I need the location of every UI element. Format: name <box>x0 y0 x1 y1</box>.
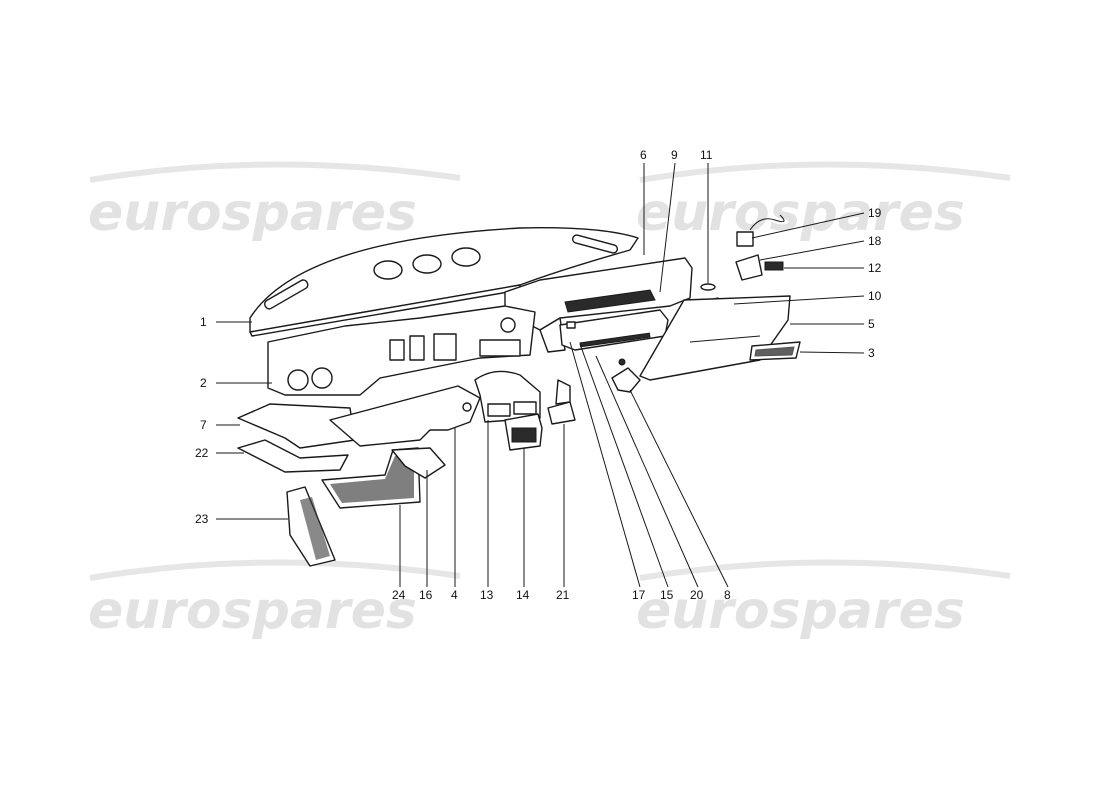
part-small-cap <box>700 283 716 291</box>
watermark-bottom-right: eurospares <box>636 581 965 641</box>
callout-9: 9 <box>671 148 678 162</box>
part-lower-cover <box>237 403 356 473</box>
callout-16: 16 <box>419 588 433 602</box>
callout-22: 22 <box>195 446 209 460</box>
watermark-bottom-left: eurospares <box>88 581 417 641</box>
callout-21: 21 <box>556 588 570 602</box>
part-vent-duct <box>474 370 541 423</box>
callout-17: 17 <box>632 588 646 602</box>
part-switch-hinge <box>735 214 785 281</box>
part-emblem <box>749 341 801 361</box>
callout-18: 18 <box>868 234 882 248</box>
callout-23: 23 <box>195 512 209 526</box>
callout-11: 11 <box>700 148 713 162</box>
callout-15: 15 <box>660 588 674 602</box>
part-right-dash-top <box>504 257 693 353</box>
callout-13: 13 <box>480 588 494 602</box>
callout-8: 8 <box>724 588 731 602</box>
part-glovebox-lid <box>639 295 791 381</box>
callout-14: 14 <box>516 588 530 602</box>
part-dashboard-top <box>249 227 639 337</box>
part-instrument-housing <box>267 305 536 396</box>
part-side-panel <box>286 486 336 567</box>
callout-2: 2 <box>200 376 207 390</box>
callout-3: 3 <box>868 346 875 360</box>
callout-7: 7 <box>200 418 207 432</box>
part-bracket <box>329 385 481 447</box>
callout-5: 5 <box>868 317 875 331</box>
callout-labels: 1 2 7 22 23 24 16 4 13 14 21 17 15 20 8 … <box>195 148 882 602</box>
callout-20: 20 <box>690 588 704 602</box>
part-carpet <box>321 447 446 509</box>
callout-1: 1 <box>200 315 207 329</box>
callout-10: 10 <box>868 289 882 303</box>
callout-4: 4 <box>451 588 458 602</box>
callout-12: 12 <box>868 261 882 275</box>
part-knob <box>547 379 576 425</box>
callout-24: 24 <box>392 588 406 602</box>
part-latch <box>611 358 641 393</box>
watermark-top-left: eurospares <box>88 183 417 243</box>
leader-lines <box>216 162 865 588</box>
part-vent <box>504 413 543 451</box>
callout-6: 6 <box>640 148 647 162</box>
watermark-group: eurospares eurospares eurospares eurospa… <box>88 161 1011 641</box>
callout-19: 19 <box>868 206 882 220</box>
watermark-top-right: eurospares <box>636 183 965 243</box>
